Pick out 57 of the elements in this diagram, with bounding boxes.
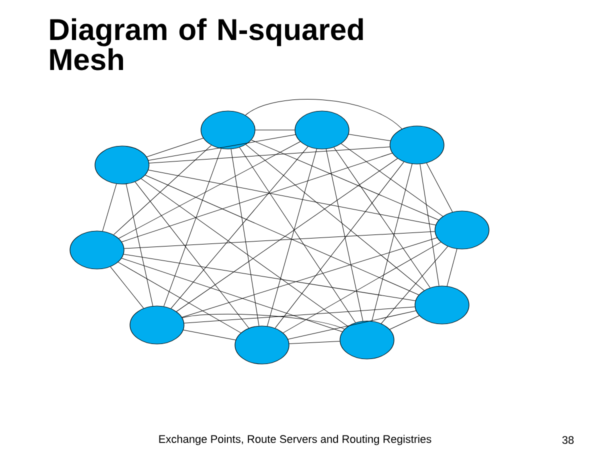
connector-line [289, 341, 340, 344]
connector-line [140, 178, 348, 327]
connector-line [267, 148, 317, 326]
connector-line [245, 99, 402, 130]
connector-line [182, 314, 345, 330]
connector-line [126, 184, 154, 306]
ellipse-node [414, 286, 470, 324]
connector-line [146, 138, 204, 158]
connector-line [184, 306, 416, 324]
connector-line [134, 182, 250, 328]
connector-line [118, 141, 300, 239]
connector-line [110, 266, 144, 308]
connector-line [113, 145, 212, 235]
connector-line [121, 258, 343, 332]
ellipse-node [70, 230, 124, 270]
connector-line [380, 246, 448, 324]
connector-line [122, 152, 392, 242]
ellipse-node [94, 146, 150, 184]
connector-line [274, 162, 404, 328]
connector-line [183, 330, 236, 340]
connector-line [326, 148, 364, 322]
connector-line [372, 164, 412, 322]
connector-line [182, 238, 438, 318]
connector-line [230, 148, 260, 326]
page-number: 38 [562, 436, 574, 444]
connector-line [246, 144, 424, 291]
ellipse-node [340, 320, 394, 360]
ellipse-node [390, 126, 444, 164]
connector-line [334, 147, 430, 288]
connector-line [123, 254, 416, 301]
ellipse-node [234, 326, 290, 364]
connector-line [426, 162, 453, 212]
connector-line [420, 164, 440, 286]
connector-line [282, 242, 442, 334]
connector-line [118, 262, 242, 334]
title: Diagram of N-squared Mesh [50, 18, 363, 70]
connector-line [148, 146, 390, 164]
connector-line [170, 146, 308, 309]
connector-line [102, 184, 117, 232]
connector-line [288, 310, 416, 340]
connector-line [124, 231, 436, 249]
ellipse-node [294, 110, 350, 150]
connector-line [390, 315, 420, 330]
ellipse-node [130, 306, 184, 344]
connector-line [340, 143, 444, 217]
connector-line [446, 248, 458, 286]
ellipse-node [434, 210, 490, 250]
footer-text: Exchange Points, Route Servers and Routing Registries [159, 434, 432, 446]
connector-line [239, 147, 356, 323]
connector-line [148, 170, 436, 226]
connector-line [164, 148, 222, 307]
connector-line [348, 134, 391, 142]
connector-line [144, 174, 420, 296]
connector-line [176, 158, 398, 312]
connector-line [148, 134, 296, 161]
ellipse-node [200, 110, 256, 150]
connector-line [251, 140, 439, 220]
